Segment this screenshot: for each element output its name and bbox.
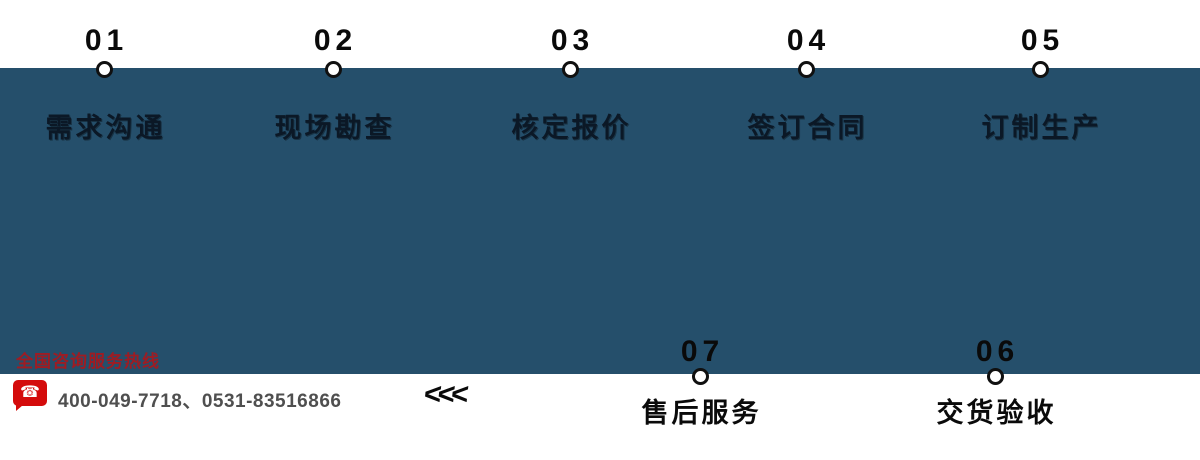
process-step-02: 02 现场勘查 xyxy=(233,24,433,145)
step-marker-dot-icon xyxy=(797,61,815,78)
back-arrows-icon: <<< xyxy=(422,378,467,411)
step-number: 05 xyxy=(1020,24,1065,57)
step-number: 07 xyxy=(680,335,725,368)
step-marker-dot-icon xyxy=(95,61,113,78)
process-panel-background xyxy=(0,68,1200,374)
phone-icon: ☎ xyxy=(13,380,47,411)
process-step-01: 01 需求沟通 xyxy=(4,24,204,145)
process-step-04: 04 签订合同 xyxy=(706,24,906,145)
process-step-03: 03 核定报价 xyxy=(470,24,670,145)
process-step-05: 05 订制生产 xyxy=(940,24,1140,145)
step-label: 需求沟通 xyxy=(45,113,166,143)
step-number: 03 xyxy=(550,24,595,57)
step-marker-dot-icon xyxy=(561,61,579,78)
process-step-07: 07 售后服务 xyxy=(600,336,800,430)
step-number: 02 xyxy=(313,24,358,57)
step-number: 04 xyxy=(786,24,831,57)
step-marker-dot-icon xyxy=(324,61,342,78)
hotline-phone-numbers: 400-049-7718、0531-83516866 xyxy=(58,391,342,412)
step-label: 售后服务 xyxy=(641,398,762,428)
step-marker-dot-icon xyxy=(1031,61,1049,78)
step-label: 订制生产 xyxy=(981,113,1102,143)
step-label: 核定报价 xyxy=(511,113,632,143)
process-step-06: 06 交货验收 xyxy=(895,336,1095,430)
step-marker-dot-icon xyxy=(986,368,1004,385)
step-label: 签订合同 xyxy=(747,113,868,143)
step-label: 现场勘查 xyxy=(274,113,395,143)
step-number: 01 xyxy=(84,24,129,57)
step-marker-dot-icon xyxy=(691,368,709,385)
step-number: 06 xyxy=(975,335,1020,368)
hotline-title: 全国咨询服务热线 xyxy=(16,352,160,371)
step-label: 交货验收 xyxy=(936,398,1057,428)
